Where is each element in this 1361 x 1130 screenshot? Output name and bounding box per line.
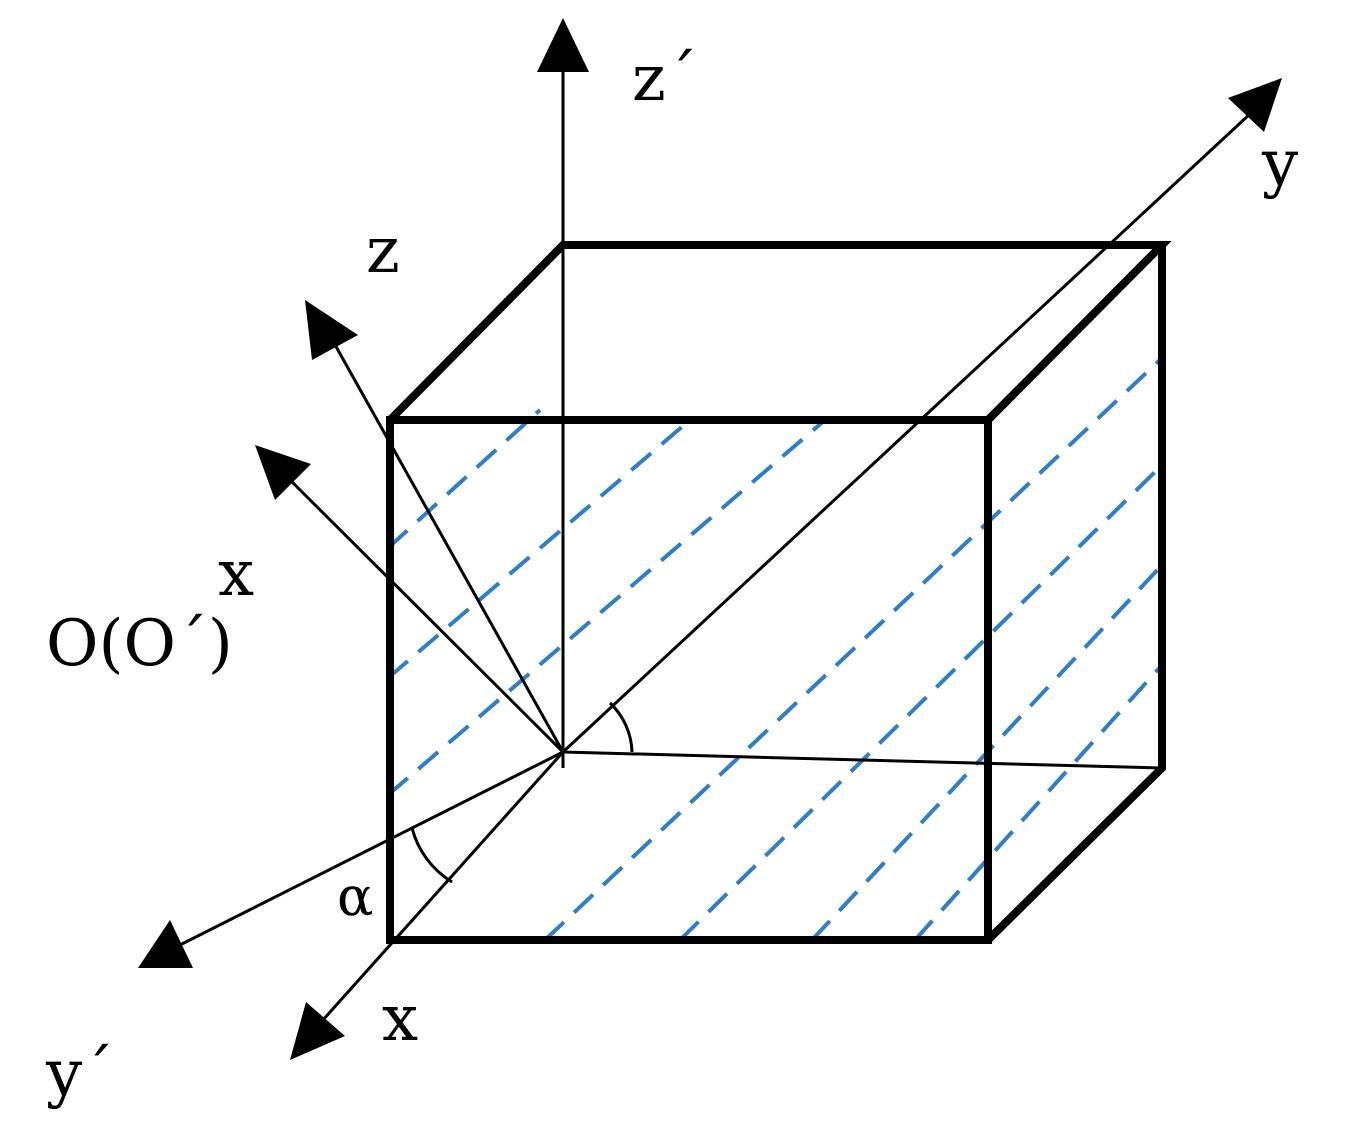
angle-arc-alpha [410,827,453,884]
hatch-line [678,463,1164,942]
x-upper-arrowhead [255,445,311,500]
hatch-line [386,418,692,680]
z-label: z [366,214,400,288]
x-axis-upper-line [270,460,565,754]
y-prime-arrowhead [138,920,193,968]
z-prime-label: z´ [632,42,698,116]
y-arrowhead [1228,78,1282,132]
arrowheads [138,18,1282,1060]
box [386,241,1172,944]
hidden-bottom-edge [562,750,1163,770]
y-label: y [1261,127,1298,201]
hatch-line [913,663,1164,942]
y-axis-line [561,98,1267,754]
x-lower-arrowhead [290,1002,345,1060]
thin-lines [159,60,1267,1042]
x-upper-label: x [218,537,254,611]
x-axis-lower-line [303,750,565,1042]
angle-arc-upper [608,701,634,753]
hatch-line [386,408,542,550]
hatch-line [386,418,827,797]
box-front-face [386,416,992,944]
x-lower-label: x [382,982,418,1056]
box-top-face [387,241,1172,423]
box-right-face [985,245,1166,943]
hatch-line [543,356,1164,942]
y-prime-axis-line [159,750,564,957]
z-arrowhead [305,300,358,360]
y-prime-label: y´ [45,1037,114,1111]
alpha-label: α [337,865,373,928]
origin-label: O(O´) [46,607,233,681]
z-prime-arrowhead [537,18,589,72]
z-axis-line [318,317,565,753]
